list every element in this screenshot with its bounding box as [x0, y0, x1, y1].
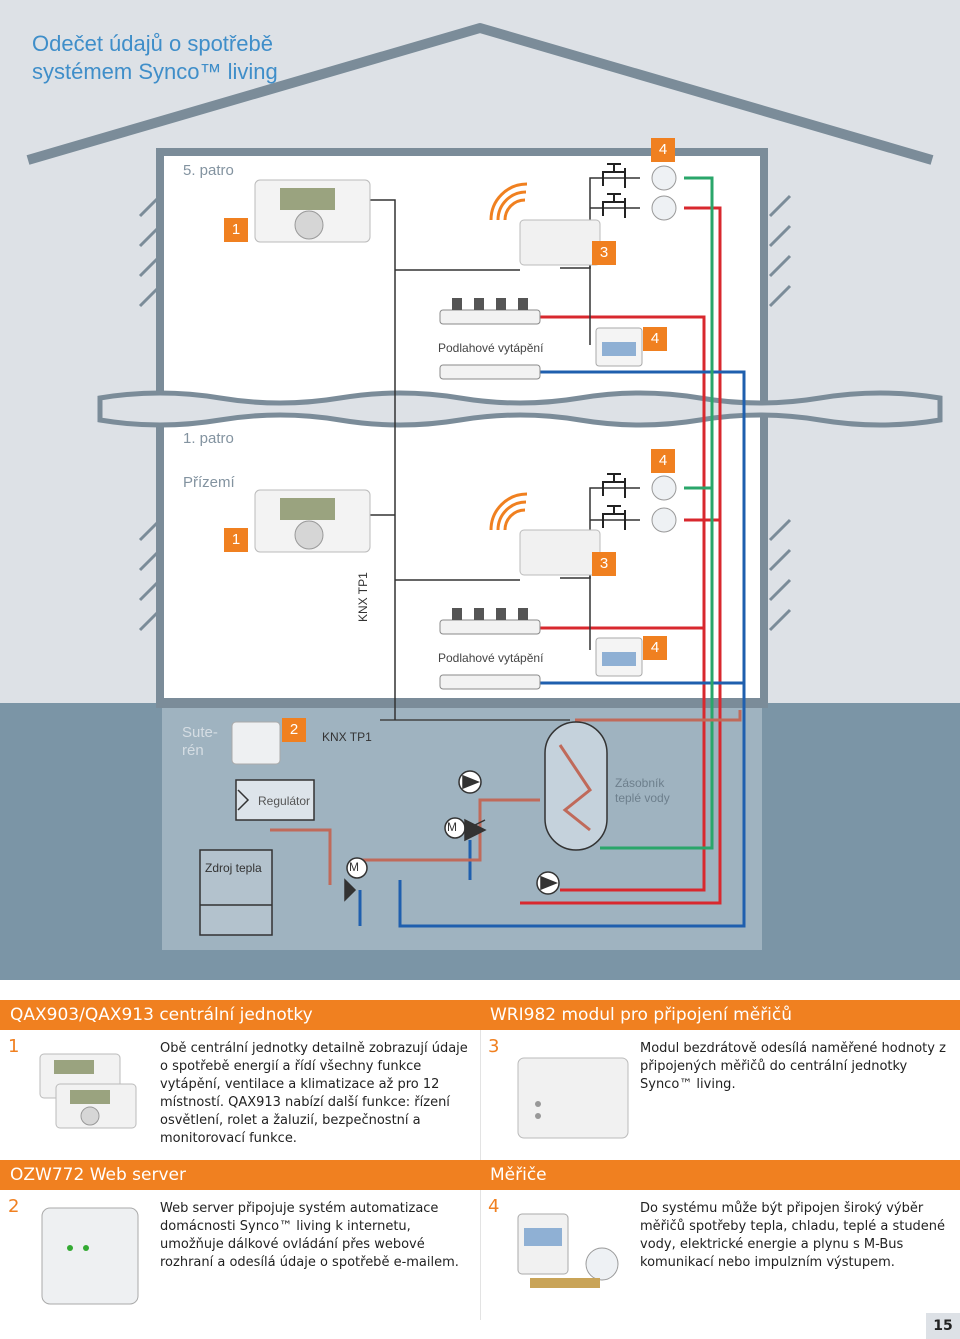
badge-4-ground-a: 4: [651, 449, 675, 473]
house-roof: [26, 23, 934, 165]
panel-central-units: QAX903/QAX913 centrální jednotky 1 Obě c…: [0, 1000, 480, 1160]
panel-header: Měřiče: [480, 1160, 960, 1190]
panel-number: 4: [488, 1196, 500, 1217]
taps: [602, 163, 626, 530]
heat-meters: [595, 327, 643, 677]
regulator-box: [235, 779, 315, 821]
page-title: Odečet údajů o spotřebě systémem Synco™ …: [32, 30, 278, 86]
panel-number: 1: [8, 1036, 20, 1057]
title-line-1: Odečet údajů o spotřebě: [32, 31, 273, 56]
pipe-red-cold: [520, 206, 722, 905]
panel-divider: [480, 1030, 481, 1160]
water-meters: [651, 165, 677, 533]
panel-header: QAX903/QAX913 centrální jednotky: [0, 1000, 480, 1030]
web-server-photo: [41, 1207, 139, 1305]
wall-right: [760, 150, 768, 705]
badge-2: 2: [282, 718, 306, 742]
panel-wri982: WRI982 modul pro připojení měřičů 3 Modu…: [480, 1000, 960, 1160]
badge-4-ground-b: 4: [643, 636, 667, 660]
central-unit-upper: [254, 179, 371, 243]
badge-4-upper-a: 4: [651, 138, 675, 162]
floor-label-first: 1. patro: [183, 430, 234, 447]
panel-header: WRI982 modul pro připojení měřičů: [480, 1000, 960, 1030]
floor-label-ground: Přízemí: [183, 474, 235, 491]
heat-source-boiler: [199, 849, 273, 936]
panel-web-server: OZW772 Web server 2 Web server připojuje…: [0, 1160, 480, 1320]
pipe-red-supply: [540, 315, 706, 892]
label-storage-2: teplé vody: [615, 791, 670, 805]
label-motor-1: M: [447, 820, 457, 834]
panel-divider: [480, 1190, 481, 1320]
label-floor-heating-upper: Podlahové vytápění: [438, 341, 544, 355]
label-knx-vertical: KNX TP1: [356, 572, 370, 622]
panel-description: Web server připojuje systém automatizace…: [160, 1201, 459, 1270]
pipe-brown-storage: [575, 710, 742, 722]
pipe-blue-return: [398, 370, 746, 928]
central-units-photo: [39, 1053, 137, 1129]
house-diagram: [0, 23, 960, 980]
badge-1-ground: 1: [224, 528, 248, 552]
wri982-photo: [517, 1057, 629, 1139]
label-heat-source: Zdroj tepla: [205, 861, 262, 875]
page-number: 15: [926, 1313, 960, 1339]
central-unit-ground: [254, 489, 371, 553]
label-storage-1: Zásobník: [615, 776, 665, 790]
ground-floor-slab: [156, 698, 768, 708]
panel-number: 2: [8, 1196, 20, 1217]
panel-description: Obě centrální jednotky detailně zobrazuj…: [160, 1041, 468, 1146]
badge-1-upper: 1: [224, 218, 248, 242]
label-floor-heating-ground: Podlahové vytápění: [438, 651, 544, 665]
floor-heating-manifolds: [439, 298, 541, 690]
label-regulator: Regulátor: [258, 794, 311, 808]
panel-meters: Měřiče 4 Do systému může být připojen ši…: [480, 1160, 960, 1320]
label-knx-basement: KNX TP1: [322, 730, 372, 744]
floor-label-upper: 5. patro: [183, 162, 234, 179]
title-line-2: systémem Synco™ living: [32, 59, 278, 84]
pumps-and-valves: [344, 770, 560, 902]
wireless-module-ground: [489, 492, 601, 576]
badge-3-ground: 3: [592, 552, 616, 576]
floor-label-basement-1: Sute-: [182, 724, 218, 741]
ceiling: [156, 148, 768, 156]
panel-header: OZW772 Web server: [0, 1160, 480, 1190]
badge-3-upper: 3: [592, 241, 616, 265]
badge-4-upper-b: 4: [643, 327, 667, 351]
panel-description: Do systému může být připojen široký výbě…: [640, 1201, 946, 1270]
meters-photo: [517, 1213, 619, 1288]
floor-break: [97, 390, 943, 428]
panel-description: Modul bezdrátově odesílá naměřené hodnot…: [640, 1041, 946, 1092]
storage-tank: [544, 721, 608, 851]
pipe-green-hot: [600, 176, 714, 850]
wall-hatching: [138, 194, 792, 632]
label-motor-2: M: [349, 860, 359, 874]
web-server-device: [231, 721, 281, 765]
floor-label-basement-2: rén: [182, 742, 204, 759]
panel-number: 3: [488, 1036, 500, 1057]
